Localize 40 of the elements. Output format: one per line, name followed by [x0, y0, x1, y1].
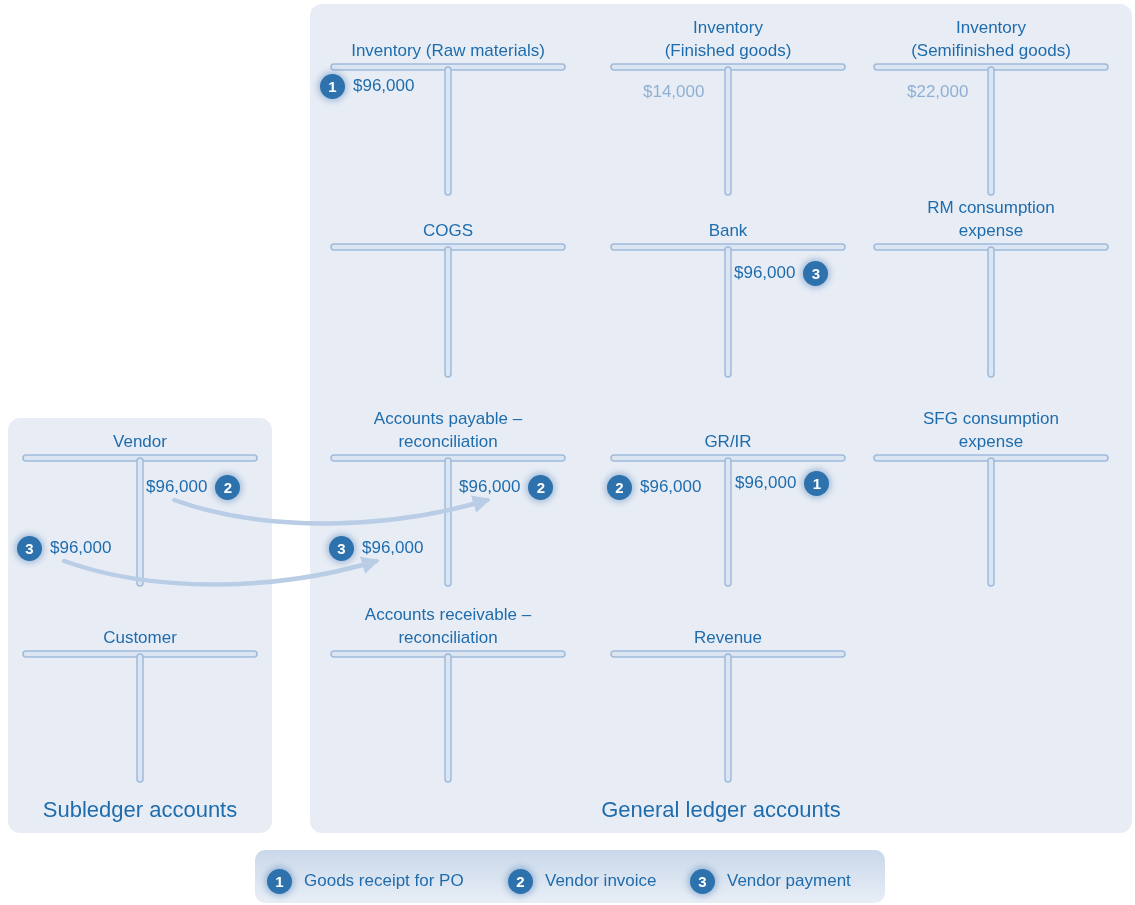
arrow	[62, 556, 380, 587]
amount-text: $14,000	[643, 82, 705, 102]
step-number-badge: 3	[803, 260, 829, 286]
step-number-badge: 2	[528, 474, 554, 500]
account-title: SFG consumption expense	[921, 408, 1061, 453]
account-title: Customer	[102, 627, 178, 649]
step-number-badge: 1	[320, 73, 345, 99]
account-title: RM consumption expense	[926, 197, 1056, 242]
panel-title: Subledger accounts	[41, 797, 239, 823]
amount-text: $96,000	[640, 477, 702, 497]
legend-text: Goods receipt for PO	[304, 871, 464, 891]
account-title: Revenue	[692, 627, 764, 649]
arrow	[172, 495, 491, 526]
step-number-badge: 2	[607, 474, 632, 500]
account-title: Inventory (Finished goods)	[663, 17, 793, 62]
step-number-badge: 1	[804, 470, 830, 496]
amount-text: $96,000	[353, 76, 415, 96]
step-number-badge: 2	[215, 474, 241, 500]
legend-text: Vendor payment	[727, 871, 851, 891]
account-title: Inventory (Semifinished goods)	[910, 17, 1072, 62]
account-title: COGS	[421, 220, 475, 242]
step-number-badge: 3	[17, 535, 42, 561]
amount-text: $96,000	[459, 477, 521, 497]
account-title: Inventory (Raw materials)	[350, 40, 546, 62]
amount-text: $96,000	[50, 538, 112, 558]
account-title: Bank	[707, 220, 749, 242]
amount-text: $96,000	[734, 263, 796, 283]
account-title: Accounts receivable – reconciliation	[363, 604, 533, 649]
account-title: Accounts payable – reconciliation	[372, 408, 524, 453]
ledger-panel	[8, 418, 272, 833]
account-title: Vendor	[112, 431, 168, 453]
legend-text: Vendor invoice	[545, 871, 657, 891]
amount-text: $96,000	[362, 538, 424, 558]
account-title: GR/IR	[703, 431, 753, 453]
panel-title: General ledger accounts	[600, 797, 842, 823]
ledger-panel	[310, 4, 1132, 833]
amount-text: $96,000	[735, 473, 797, 493]
amount-text: $22,000	[907, 82, 969, 102]
amount-text: $96,000	[146, 477, 208, 497]
step-number-badge: 3	[329, 535, 354, 561]
